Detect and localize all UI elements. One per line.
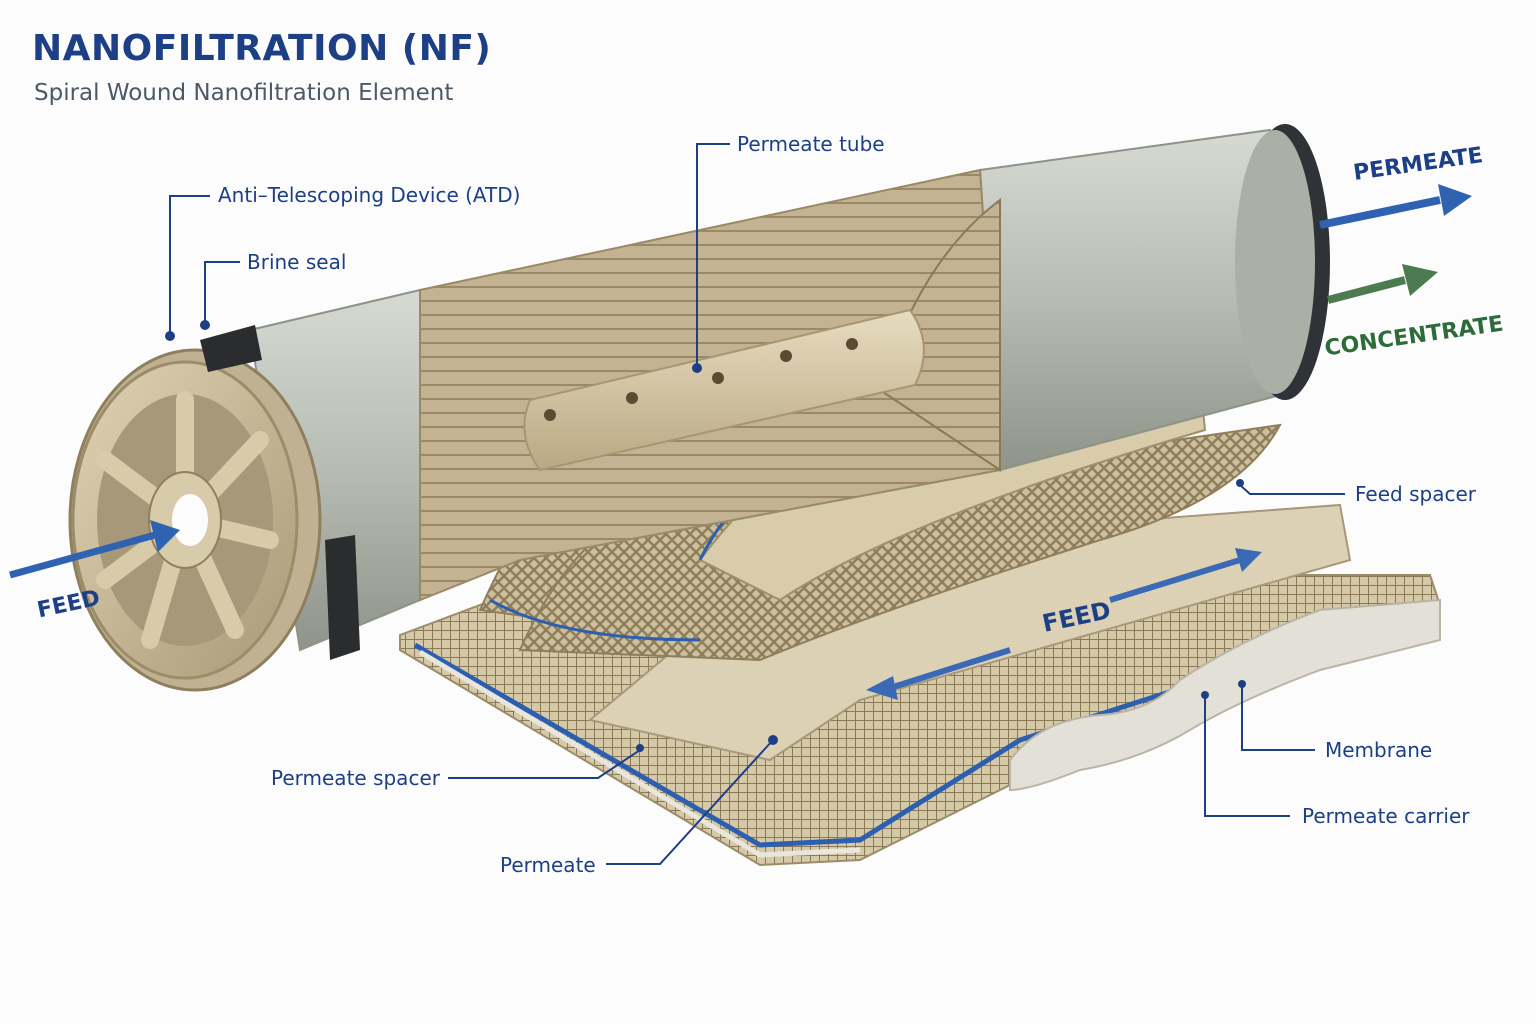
label-permeate-spacer: Permeate spacer	[271, 766, 440, 790]
label-brine-seal: Brine seal	[247, 250, 347, 274]
element-casing	[248, 124, 1330, 652]
label-feed-spacer: Feed spacer	[1355, 482, 1476, 506]
leader-permeate-carrier	[1204, 695, 1290, 817]
label-membrane: Membrane	[1325, 738, 1433, 762]
label-permeate-carrier: Permeate carrier	[1302, 804, 1470, 828]
label-atd: Anti–Telescoping Device (ATD)	[218, 183, 521, 207]
leader-permeate-spacer	[448, 749, 641, 779]
atd-endcap	[68, 325, 360, 692]
spiral-core-cutaway	[419, 168, 1002, 602]
page-title: NANOFILTRATION (NF)	[32, 28, 492, 69]
leader-atd	[169, 195, 210, 336]
leader-lines	[165, 143, 1345, 865]
leader-membrane	[1241, 684, 1315, 751]
label-permeate: Permeate	[500, 853, 596, 877]
leader-brine-seal	[204, 261, 240, 325]
flow-arrows	[9, 184, 1472, 700]
page-subtitle: Spiral Wound Nanofiltration Element	[34, 80, 454, 106]
leader-permeate-tube	[696, 143, 730, 368]
leader-permeate	[606, 739, 774, 865]
label-permeate-tube: Permeate tube	[737, 132, 885, 156]
brine-seal	[200, 325, 262, 372]
leader-feed-spacer	[1239, 484, 1345, 495]
